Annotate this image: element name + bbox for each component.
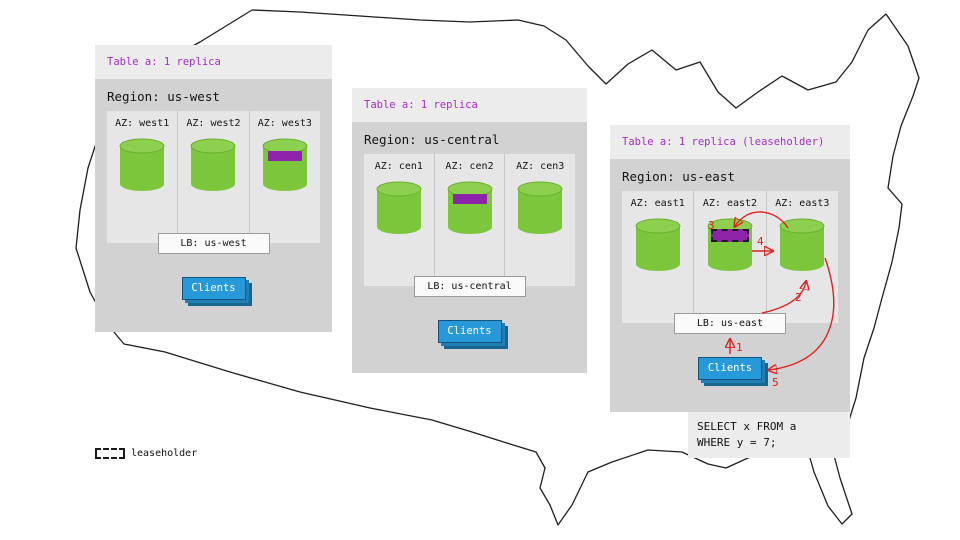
az-label: AZ: west2 <box>186 118 241 129</box>
az-label: AZ: west1 <box>115 118 170 129</box>
leaseholder-band <box>710 229 749 242</box>
az-label: AZ: cen1 <box>374 161 423 172</box>
database-cylinder <box>119 137 165 193</box>
az-zone: AZ: east1 <box>622 191 693 323</box>
database-cylinder <box>707 217 753 273</box>
sql-query-line2: WHERE y = 7; <box>697 435 777 449</box>
az-zone: AZ: east2 <box>693 191 765 323</box>
region-panel-us-central: Table a: 1 replica Region: us-central AZ… <box>352 88 587 373</box>
region-panel-body: Region: us-east AZ: east1 AZ: east2 <box>610 159 850 412</box>
az-label: AZ: east1 <box>630 198 685 209</box>
database-cylinder-icon <box>779 218 825 271</box>
az-zone: AZ: cen1 <box>364 154 434 286</box>
load-balancer: LB: us-central <box>413 276 526 297</box>
database-cylinder-icon <box>190 138 236 191</box>
database-cylinder-icon <box>635 218 681 271</box>
region-panel-us-east: Table a: 1 replica (leaseholder) Region:… <box>610 125 850 412</box>
clients-node: Clients <box>698 357 762 380</box>
clients-node: Clients <box>181 277 246 300</box>
region-title: Region: us-central <box>364 132 500 147</box>
database-cylinder <box>779 217 825 273</box>
database-cylinder-icon <box>262 138 308 191</box>
database-cylinder-icon <box>707 218 753 271</box>
az-zone: AZ: west1 <box>107 111 177 243</box>
az-label: AZ: east2 <box>702 198 758 209</box>
dashed-rectangle-icon <box>95 448 125 459</box>
az-zone: AZ: east3 <box>765 191 838 323</box>
database-cylinder-icon <box>376 181 422 234</box>
leaseholder-legend: leaseholder <box>95 448 197 459</box>
database-cylinder-icon <box>517 181 563 234</box>
load-balancer: LB: us-west <box>157 233 270 254</box>
az-container: AZ: cen1 AZ: cen2 <box>364 154 575 286</box>
az-container: AZ: east1 AZ: east2 <box>622 191 838 323</box>
az-label: AZ: east3 <box>775 198 830 209</box>
replica-band <box>452 194 487 204</box>
database-cylinder <box>447 180 493 236</box>
region-title: Region: us-west <box>107 89 220 104</box>
az-label: AZ: cen3 <box>516 161 565 172</box>
region-panel-body: Region: us-west AZ: west1 AZ: west2 <box>95 79 332 332</box>
load-balancer: LB: us-east <box>674 313 786 334</box>
us-map-outline-path <box>75 9 920 526</box>
table-replica-header: Table a: 1 replica <box>95 45 332 79</box>
clients-node: Clients <box>437 320 502 343</box>
region-title: Region: us-east <box>622 169 735 184</box>
az-zone: AZ: cen2 <box>433 154 505 286</box>
database-cylinder <box>262 137 308 193</box>
table-replica-header: Table a: 1 replica <box>352 88 587 122</box>
az-label: AZ: cen2 <box>445 161 494 172</box>
region-panel-us-west: Table a: 1 replica Region: us-west AZ: w… <box>95 45 332 332</box>
database-cylinder <box>376 180 422 236</box>
replica-band <box>267 151 302 161</box>
database-cylinder <box>190 137 236 193</box>
az-label: AZ: west3 <box>257 118 312 129</box>
az-zone: AZ: west2 <box>177 111 248 243</box>
sql-query-line1: SELECT x FROM a <box>697 420 797 433</box>
table-replica-header: Table a: 1 replica (leaseholder) <box>610 125 850 159</box>
az-zone: AZ: west3 <box>248 111 320 243</box>
database-cylinder <box>635 217 681 273</box>
az-container: AZ: west1 AZ: west2 AZ: <box>107 111 320 243</box>
legend-label: leaseholder <box>131 448 198 459</box>
database-cylinder-icon <box>119 138 165 191</box>
database-cylinder-icon <box>447 181 492 234</box>
az-zone: AZ: cen3 <box>504 154 575 286</box>
sql-query-box: SELECT x FROM a WHERE y = 7; <box>688 412 850 458</box>
region-panel-body: Region: us-central AZ: cen1 AZ: cen2 <box>352 122 587 373</box>
database-cylinder <box>517 180 563 236</box>
